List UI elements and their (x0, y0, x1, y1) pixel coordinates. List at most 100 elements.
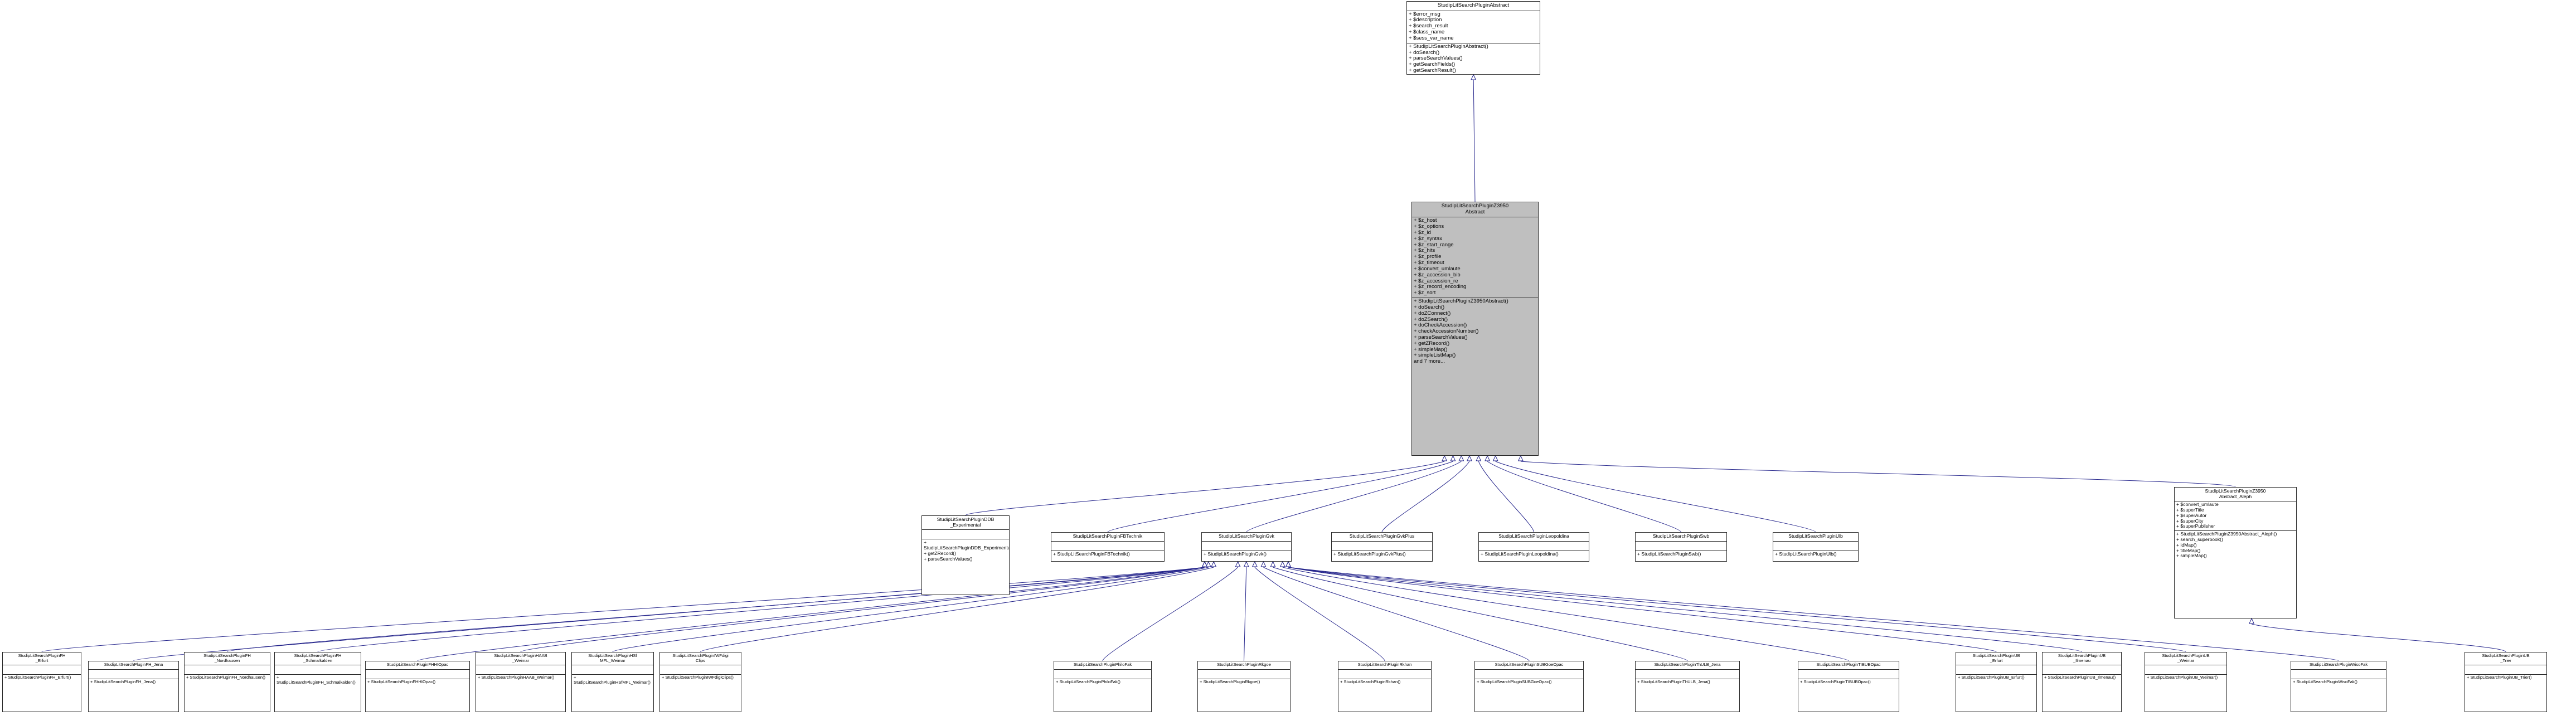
class-box-fh_erfurt[interactable]: StudipLitSearchPluginFH _Erfurt+ StudipL… (2, 652, 81, 712)
class-box-ub_weimar[interactable]: StudipLitSearchPluginUB _Weimar+ StudipL… (2145, 652, 2227, 712)
class-attributes (2291, 670, 2386, 679)
class-attributes (89, 670, 178, 679)
operation-row: + StudipLitSearchPluginWisoFak() (2293, 679, 2357, 684)
class-box-subgoeopac[interactable]: StudipLitSearchPluginSUBGoeOpac+ StudipL… (1474, 661, 1584, 712)
inheritance-arrowhead (1485, 455, 1491, 461)
class-operations: + StudipLitSearchPluginHAAB_Weimar() (476, 675, 565, 681)
class-attributes (1054, 670, 1151, 679)
class-box-fbtechnik[interactable]: StudipLitSearchPluginFBTechnik + StudipLi… (1051, 532, 1165, 562)
class-box-ddb_experimental[interactable]: StudipLitSearchPluginDDB _Experimental + … (921, 515, 1010, 595)
inheritance-arrowhead (1466, 455, 1472, 461)
operation-row: + simpleListMap() (1414, 352, 1456, 359)
inheritance-arrowhead (1260, 561, 1267, 567)
inheritance-arrowhead (1517, 455, 1524, 461)
class-box-gvk[interactable]: StudipLitSearchPluginGvk+ StudipLitSearc… (1201, 532, 1292, 562)
class-box-tibubopac[interactable]: StudipLitSearchPluginTIBUBOpac+ StudipLi… (1798, 661, 1899, 712)
class-name: StudipLitSearchPluginDDB _Experimental (922, 516, 1009, 530)
class-operations: + StudipLitSearchPluginRkgoe() (1198, 679, 1290, 686)
class-name: StudipLitSearchPluginFBTechnik (1051, 533, 1164, 542)
inheritance-arrowhead (1205, 561, 1211, 567)
operation-row: + StudipLitSearchPluginUB_Ilmenau() (2044, 675, 2116, 680)
inheritance-line (1282, 567, 1849, 661)
operation-row: + StudipLitSearchPluginThULB_Jena() (1637, 679, 1710, 684)
operation-row: + StudipLitSearchPluginPhiloFak() (1056, 679, 1120, 684)
class-box-fh_jena[interactable]: StudipLitSearchPluginFH_Jena+ StudipLitS… (88, 661, 179, 712)
class-operations: + StudipLitSearchPluginGvk() (1202, 551, 1291, 558)
class-box-haab_weimar[interactable]: StudipLitSearchPluginHAAB _Weimar+ Studi… (476, 652, 566, 712)
class-box-iwfdigiclips[interactable]: StudipLitSearchPluginIWFdigi Clips+ Stud… (659, 652, 741, 712)
class-attributes (1479, 542, 1589, 551)
operation-row: + StudipLitSearchPluginSwb() (1637, 551, 1701, 557)
class-operations: + StudipLitSearchPluginWisoFak() (2291, 679, 2386, 686)
class-box-ub_trier[interactable]: StudipLitSearchPluginUB _Trier+ StudipLi… (2465, 652, 2547, 712)
class-name: StudipLitSearchPluginFH _Schmalkalden (275, 652, 361, 665)
inheritance-line (1244, 567, 1247, 661)
class-box-hsfmfl_weimar[interactable]: StudipLitSearchPluginHSf MFL_Weimar+ Stu… (571, 652, 654, 712)
class-attributes (476, 665, 565, 675)
operation-row: + StudipLitSearchPluginUB_Trier() (2467, 675, 2532, 680)
class-box-leopoldina[interactable]: StudipLitSearchPluginLeopoldina+ StudipL… (1478, 532, 1589, 562)
attribute-row: + $search_result (1409, 23, 1448, 30)
class-attributes (2465, 665, 2546, 675)
class-name: StudipLitSearchPluginUlb (1773, 533, 1858, 542)
class-operations: + StudipLitSearchPluginHSfMFL_Weimar() (572, 675, 653, 686)
inheritance-arrowhead (1202, 561, 1207, 567)
inheritance-line (1288, 567, 2186, 652)
class-attributes (3, 665, 81, 675)
attribute-row: + $class_name (1409, 29, 1445, 36)
class-operations: + StudipLitSearchPluginSUBGoeOpac() (1475, 679, 1583, 686)
class-operations: + StudipLitSearchPluginFH_Erfurt() (3, 675, 81, 681)
inheritance-arrowhead (1450, 455, 1456, 461)
class-operations: + StudipLitSearchPluginDDB_Experimental(… (922, 539, 1009, 563)
class-attributes (572, 665, 653, 675)
class-name: StudipLitSearchPluginZ3950 Abstract_Alep… (2175, 488, 2296, 502)
class-attributes: + $z_host+ $z_options+ $z_id+ $z_syntax+… (1412, 217, 1538, 299)
inheritance-arrowhead (1285, 561, 1291, 567)
operation-row: + titleMap() (2176, 547, 2201, 553)
class-box-ub_ilmenau[interactable]: StudipLitSearchPluginUB _Ilmenau+ Studip… (2042, 652, 2122, 712)
class-box-fhhiopac[interactable]: StudipLitSearchPluginFHHIOpac+ StudipLit… (365, 661, 470, 712)
class-box-z3950abstract[interactable]: StudipLitSearchPluginZ3950 Abstract+ $z_… (1411, 202, 1539, 456)
class-box-wisofak[interactable]: StudipLitSearchPluginWisoFak+ StudipLitS… (2291, 661, 2386, 712)
inheritance-arrowhead (1285, 561, 1291, 567)
operation-row: + StudipLitSearchPluginFHHIOpac() (367, 679, 436, 684)
operation-row: + StudipLitSearchPluginIWFdigiClips() (662, 675, 734, 680)
operation-row: + parseSearchValues() (1414, 334, 1468, 340)
class-box-ulb[interactable]: StudipLitSearchPluginUlb + StudipLitSearc… (1773, 532, 1859, 562)
operation-row: + StudipLitSearchPluginTIBUBOpac() (1800, 679, 1871, 684)
class-operations: + StudipLitSearchPluginUlb() (1773, 551, 1858, 558)
attribute-row: + $z_accession_re (1414, 277, 1458, 284)
class-box-swb[interactable]: StudipLitSearchPluginSwb+ StudipLitSearc… (1635, 532, 1727, 562)
class-attributes (275, 665, 361, 675)
class-box-rkgoe[interactable]: StudipLitSearchPluginRkgoe+ StudipLitSea… (1197, 661, 1291, 712)
inheritance-arrowhead (1243, 561, 1249, 567)
inheritance-arrowhead (1285, 561, 1291, 567)
class-box-abstract[interactable]: StudipLitSearchPluginAbstract+ $error_ms… (1406, 1, 1540, 75)
operation-row: + StudipLitSearchPluginRkgoe() (1200, 679, 1260, 684)
class-box-gvkplus[interactable]: StudipLitSearchPluginGvkPlus+ StudipLitS… (1331, 532, 1433, 562)
operation-row: + getZRecord() (924, 550, 957, 556)
class-box-philofak[interactable]: StudipLitSearchPluginPhiloFak + StudipLit… (1054, 661, 1152, 712)
class-box-thulb_jena[interactable]: StudipLitSearchPluginThULB_Jena+ StudipL… (1635, 661, 1740, 712)
operation-row: + StudipLitSearchPluginGvk() (1204, 551, 1267, 557)
operation-row: + StudipLitSearchPluginFH_Erfurt() (4, 675, 71, 680)
operation-row: + StudipLitSearchPluginZ3950Abstract_Ale… (2176, 531, 2277, 537)
class-attributes (660, 665, 741, 675)
class-name: StudipLitSearchPluginPhiloFak (1054, 661, 1151, 670)
inheritance-arrowhead (1471, 74, 1477, 80)
class-box-aleph[interactable]: StudipLitSearchPluginZ3950 Abstract_Alep… (2174, 487, 2297, 618)
class-box-fh_schmalkalden[interactable]: StudipLitSearchPluginFH _Schmalkalden + S… (274, 652, 361, 712)
inheritance-arrowhead (1270, 561, 1276, 567)
class-box-rkhan[interactable]: StudipLitSearchPluginRkhan+ StudipLitSea… (1338, 661, 1432, 712)
operation-row: + getZRecord() (1414, 340, 1450, 347)
attribute-row: + $z_accession_bib (1414, 271, 1461, 278)
inheritance-arrowhead (1285, 561, 1291, 567)
class-attributes (1202, 542, 1291, 551)
class-attributes (1636, 542, 1726, 551)
inheritance-line (317, 567, 1205, 652)
class-operations: + StudipLitSearchPluginIWFdigiClips() (660, 675, 741, 681)
class-box-ub_erfurt[interactable]: StudipLitSearchPluginUB _Erfurt+ StudipL… (1956, 652, 2037, 712)
class-operations: + StudipLitSearchPluginFH_Schmalkalden() (275, 675, 361, 686)
class-box-fh_nordhausen[interactable]: StudipLitSearchPluginFH _Nordhausen+ Stu… (184, 652, 270, 712)
operation-row: + StudipLitSearchPluginFBTechnik() (1053, 551, 1130, 557)
